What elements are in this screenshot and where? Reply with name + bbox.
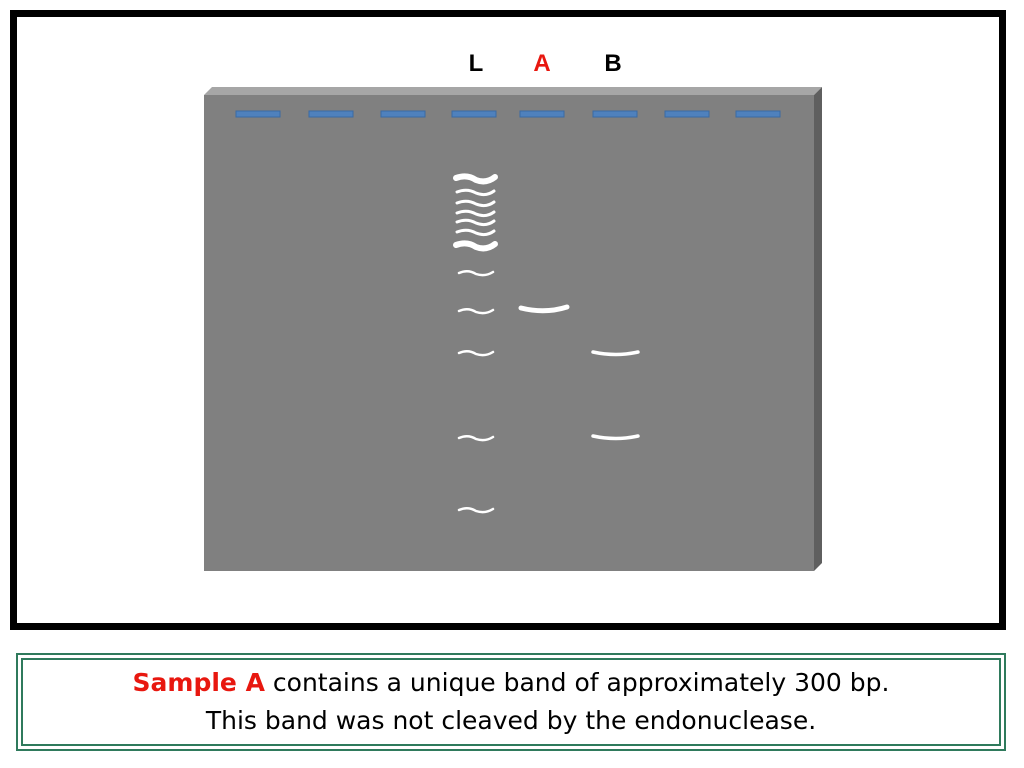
wells	[235, 110, 781, 118]
ladder-band	[455, 218, 496, 227]
lane-label-sample-a: A	[533, 50, 551, 77]
well-4-ladder	[451, 110, 497, 118]
lane-label-ladder: L	[468, 50, 484, 77]
well-6-sample-b	[592, 110, 638, 118]
well-7	[664, 110, 710, 118]
ladder-band	[455, 228, 496, 237]
gel-body	[204, 95, 814, 571]
well-8	[735, 110, 781, 118]
well-3	[380, 110, 426, 118]
caption-line-2: This band was not cleaved by the endonuc…	[205, 706, 817, 735]
ladder-band	[457, 350, 495, 357]
ladder-band	[457, 270, 495, 277]
gel-top-edge	[204, 87, 822, 95]
caption-line-1-text: contains a unique band of approximately …	[264, 668, 890, 697]
sample-b-band	[591, 350, 640, 357]
well-1	[235, 110, 281, 118]
ladder-band	[455, 188, 496, 197]
ladder-bands	[453, 173, 498, 514]
gel-diagram	[204, 87, 822, 571]
ladder-band	[457, 507, 495, 514]
sample-b-band	[591, 434, 640, 441]
ladder-band	[453, 173, 498, 185]
caption-line-1: Sample A contains a unique band of appro…	[133, 664, 890, 702]
caption-inner: Sample A contains a unique band of appro…	[21, 658, 1001, 746]
well-2	[308, 110, 354, 118]
ladder-band	[457, 435, 495, 442]
ladder-band	[457, 308, 495, 315]
ladder-band	[455, 209, 496, 218]
ladder-band	[455, 199, 496, 208]
lane-label-sample-b: B	[604, 50, 622, 77]
sample-b-bands	[591, 350, 640, 441]
caption-emphasis: Sample A	[132, 668, 265, 697]
sample-a-band	[518, 304, 570, 314]
ladder-band	[453, 240, 498, 252]
caption-box: Sample A contains a unique band of appro…	[16, 653, 1006, 751]
well-5-sample-a	[519, 110, 565, 118]
gel-side-edge	[814, 87, 822, 571]
